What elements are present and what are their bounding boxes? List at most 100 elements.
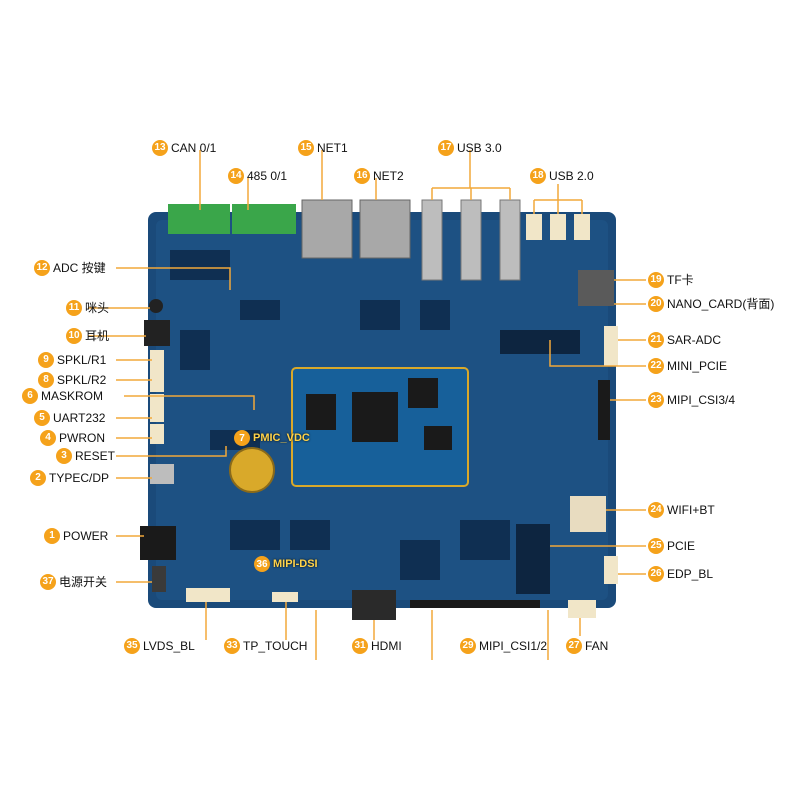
usb3-port-2 — [460, 199, 482, 281]
label-number: 7 — [234, 430, 250, 446]
label-text: PWRON — [59, 431, 105, 445]
usb3-port-3 — [499, 199, 521, 281]
leader-12 — [116, 267, 231, 290]
net1-port — [301, 199, 353, 259]
usb2-header-1 — [526, 214, 542, 240]
label-number: 33 — [224, 638, 240, 654]
label-number: 37 — [40, 574, 56, 590]
leader-29 — [431, 610, 549, 660]
label-text: MASKROM — [41, 389, 104, 403]
spk-header-2 — [150, 372, 164, 392]
label-text: CAN 0/1 — [171, 141, 217, 155]
label-text: RESET — [75, 449, 116, 463]
tf-slot — [578, 270, 614, 306]
label-text: 耳机 — [85, 329, 110, 343]
label-number: 19 — [648, 272, 664, 288]
label-text: TF卡 — [667, 273, 694, 287]
label-text: SPKL/R2 — [57, 373, 107, 387]
label-text: USB 2.0 — [549, 169, 594, 183]
label-number: 31 — [352, 638, 368, 654]
label-text: USB 3.0 — [457, 141, 502, 155]
label-number: 13 — [152, 140, 168, 156]
edp-bl-header — [604, 556, 618, 584]
label-text: TYPEC/DP — [49, 471, 110, 485]
audio-jack — [144, 320, 170, 346]
tp-touch-header — [272, 592, 298, 602]
can-terminal — [168, 204, 230, 234]
usb2-header-3 — [574, 214, 590, 240]
label-text: SPKL/R1 — [57, 353, 107, 367]
label-text: MINI_PCIE — [667, 359, 728, 373]
net2-port — [359, 199, 411, 259]
label-number: 11 — [66, 300, 82, 316]
label-text: NET1 — [317, 141, 348, 155]
hdmi-port — [352, 590, 396, 620]
fan-header — [568, 600, 596, 618]
label-text: ADC 按键 — [53, 261, 106, 275]
label-text: PMIC_VDC — [253, 432, 310, 444]
label-text: LVDS_BL — [143, 639, 195, 653]
label-number: 9 — [38, 352, 54, 368]
ram-chip-2 — [408, 378, 438, 408]
label-number: 16 — [354, 168, 370, 184]
label-text: UART232 — [53, 411, 106, 425]
pwron-header — [150, 424, 164, 444]
label-number: 22 — [648, 358, 664, 374]
label-number: 36 — [254, 556, 270, 572]
power-switch — [152, 566, 166, 592]
label-number: 6 — [22, 388, 38, 404]
label-number: 24 — [648, 502, 664, 518]
leader-3 — [116, 446, 227, 457]
label-number: 21 — [648, 332, 664, 348]
usb2-header-2 — [550, 214, 566, 240]
label-number: 8 — [38, 372, 54, 388]
mipi-csi12-fpc — [410, 600, 540, 608]
label-text: NANO_CARD(背面) — [667, 297, 775, 311]
label-number: 17 — [438, 140, 454, 156]
usb3-port-1 — [421, 199, 443, 281]
label-number: 26 — [648, 566, 664, 582]
label-number: 1 — [44, 528, 60, 544]
leader-18 — [533, 184, 583, 214]
uart-header — [150, 394, 164, 422]
label-number: 3 — [56, 448, 72, 464]
label-number: 14 — [228, 168, 244, 184]
spk-header-1 — [150, 350, 164, 372]
leader-33 — [285, 602, 317, 660]
label-text: PCIE — [667, 539, 696, 553]
ram-chip — [306, 394, 336, 430]
label-number: 12 — [34, 260, 50, 276]
label-number: 20 — [648, 296, 664, 312]
leader-lines — [88, 150, 646, 660]
rtc-battery — [229, 447, 275, 493]
label-number: 4 — [40, 430, 56, 446]
label-text: 485 0/1 — [247, 169, 288, 183]
sar-adc-header — [604, 326, 618, 366]
label-number: 29 — [460, 638, 476, 654]
